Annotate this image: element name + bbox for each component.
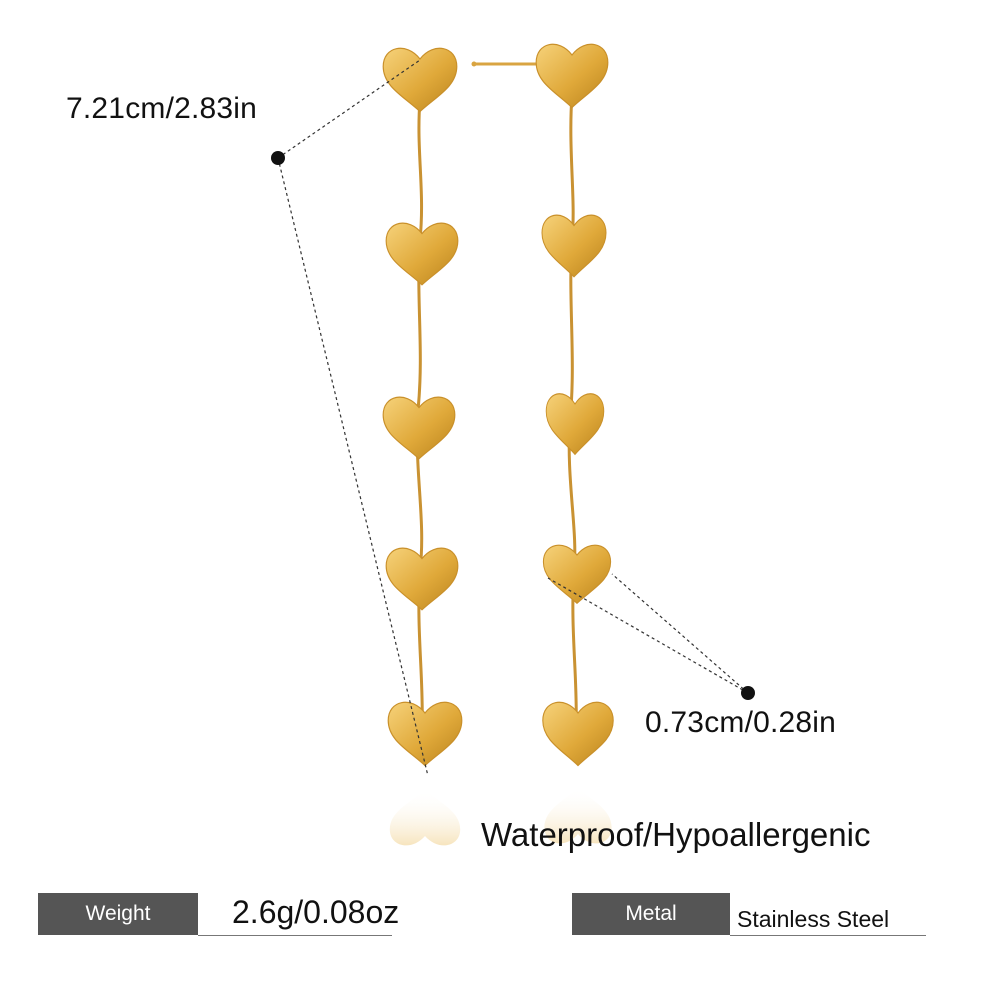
left-earring-hearts — [382, 47, 463, 767]
weight-spec-value: 2.6g/0.08oz — [232, 894, 400, 930]
heart-charm — [382, 47, 458, 113]
metal-spec-underline — [730, 935, 926, 936]
heart-charm — [545, 393, 605, 455]
width-measure-lines — [547, 573, 749, 694]
weight-spec-tag: Weight — [38, 893, 198, 935]
heart-charm — [542, 701, 614, 767]
length-measurement-label: 7.21cm/2.83in — [66, 92, 258, 125]
heart-charm — [542, 544, 612, 604]
length-measure-dot — [271, 151, 285, 165]
weight-spec-label: Weight — [85, 902, 151, 925]
weight-spec-underline — [198, 935, 392, 936]
metal-spec-label: Metal — [625, 902, 677, 925]
metal-spec-value: Stainless Steel — [737, 906, 890, 932]
metal-spec-tag: Metal — [572, 893, 730, 935]
length-measure-lines — [277, 59, 429, 777]
heart-charm — [387, 701, 463, 767]
heart-charm — [535, 43, 609, 109]
heart-width-measurement-label: 0.73cm/0.28in — [645, 706, 837, 739]
width-measure-dot — [741, 686, 755, 700]
features-text: Waterproof/Hypoallergenic — [481, 816, 871, 853]
